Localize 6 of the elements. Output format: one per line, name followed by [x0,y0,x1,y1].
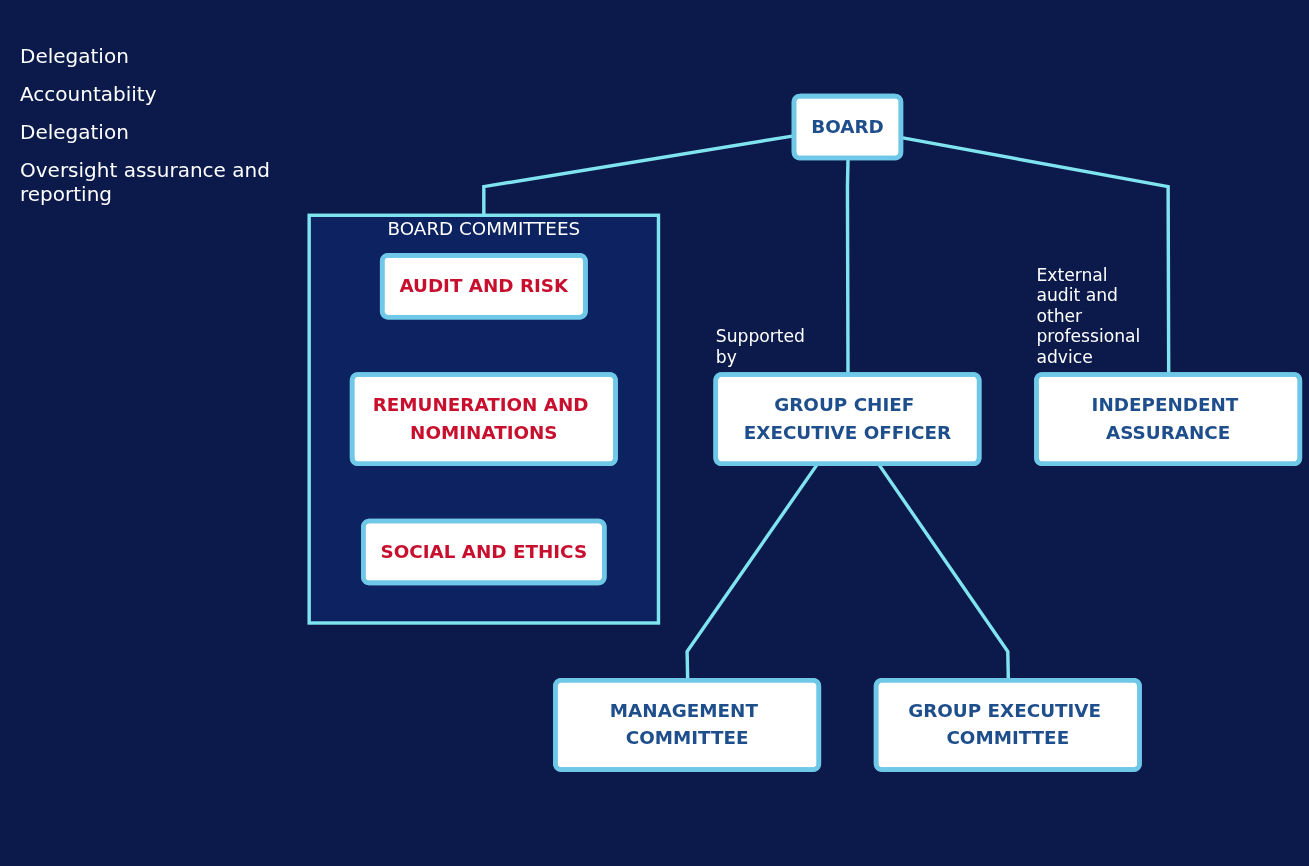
direction-label: Delegation [20,44,130,68]
node-caption: External audit and other professional advice [1036,264,1141,368]
direction-label: Oversight assurance and reporting [20,158,271,206]
node-caption: Supported by [715,326,805,368]
direction-label: Delegation [20,120,130,144]
direction-label: Accountabiity [20,82,158,106]
